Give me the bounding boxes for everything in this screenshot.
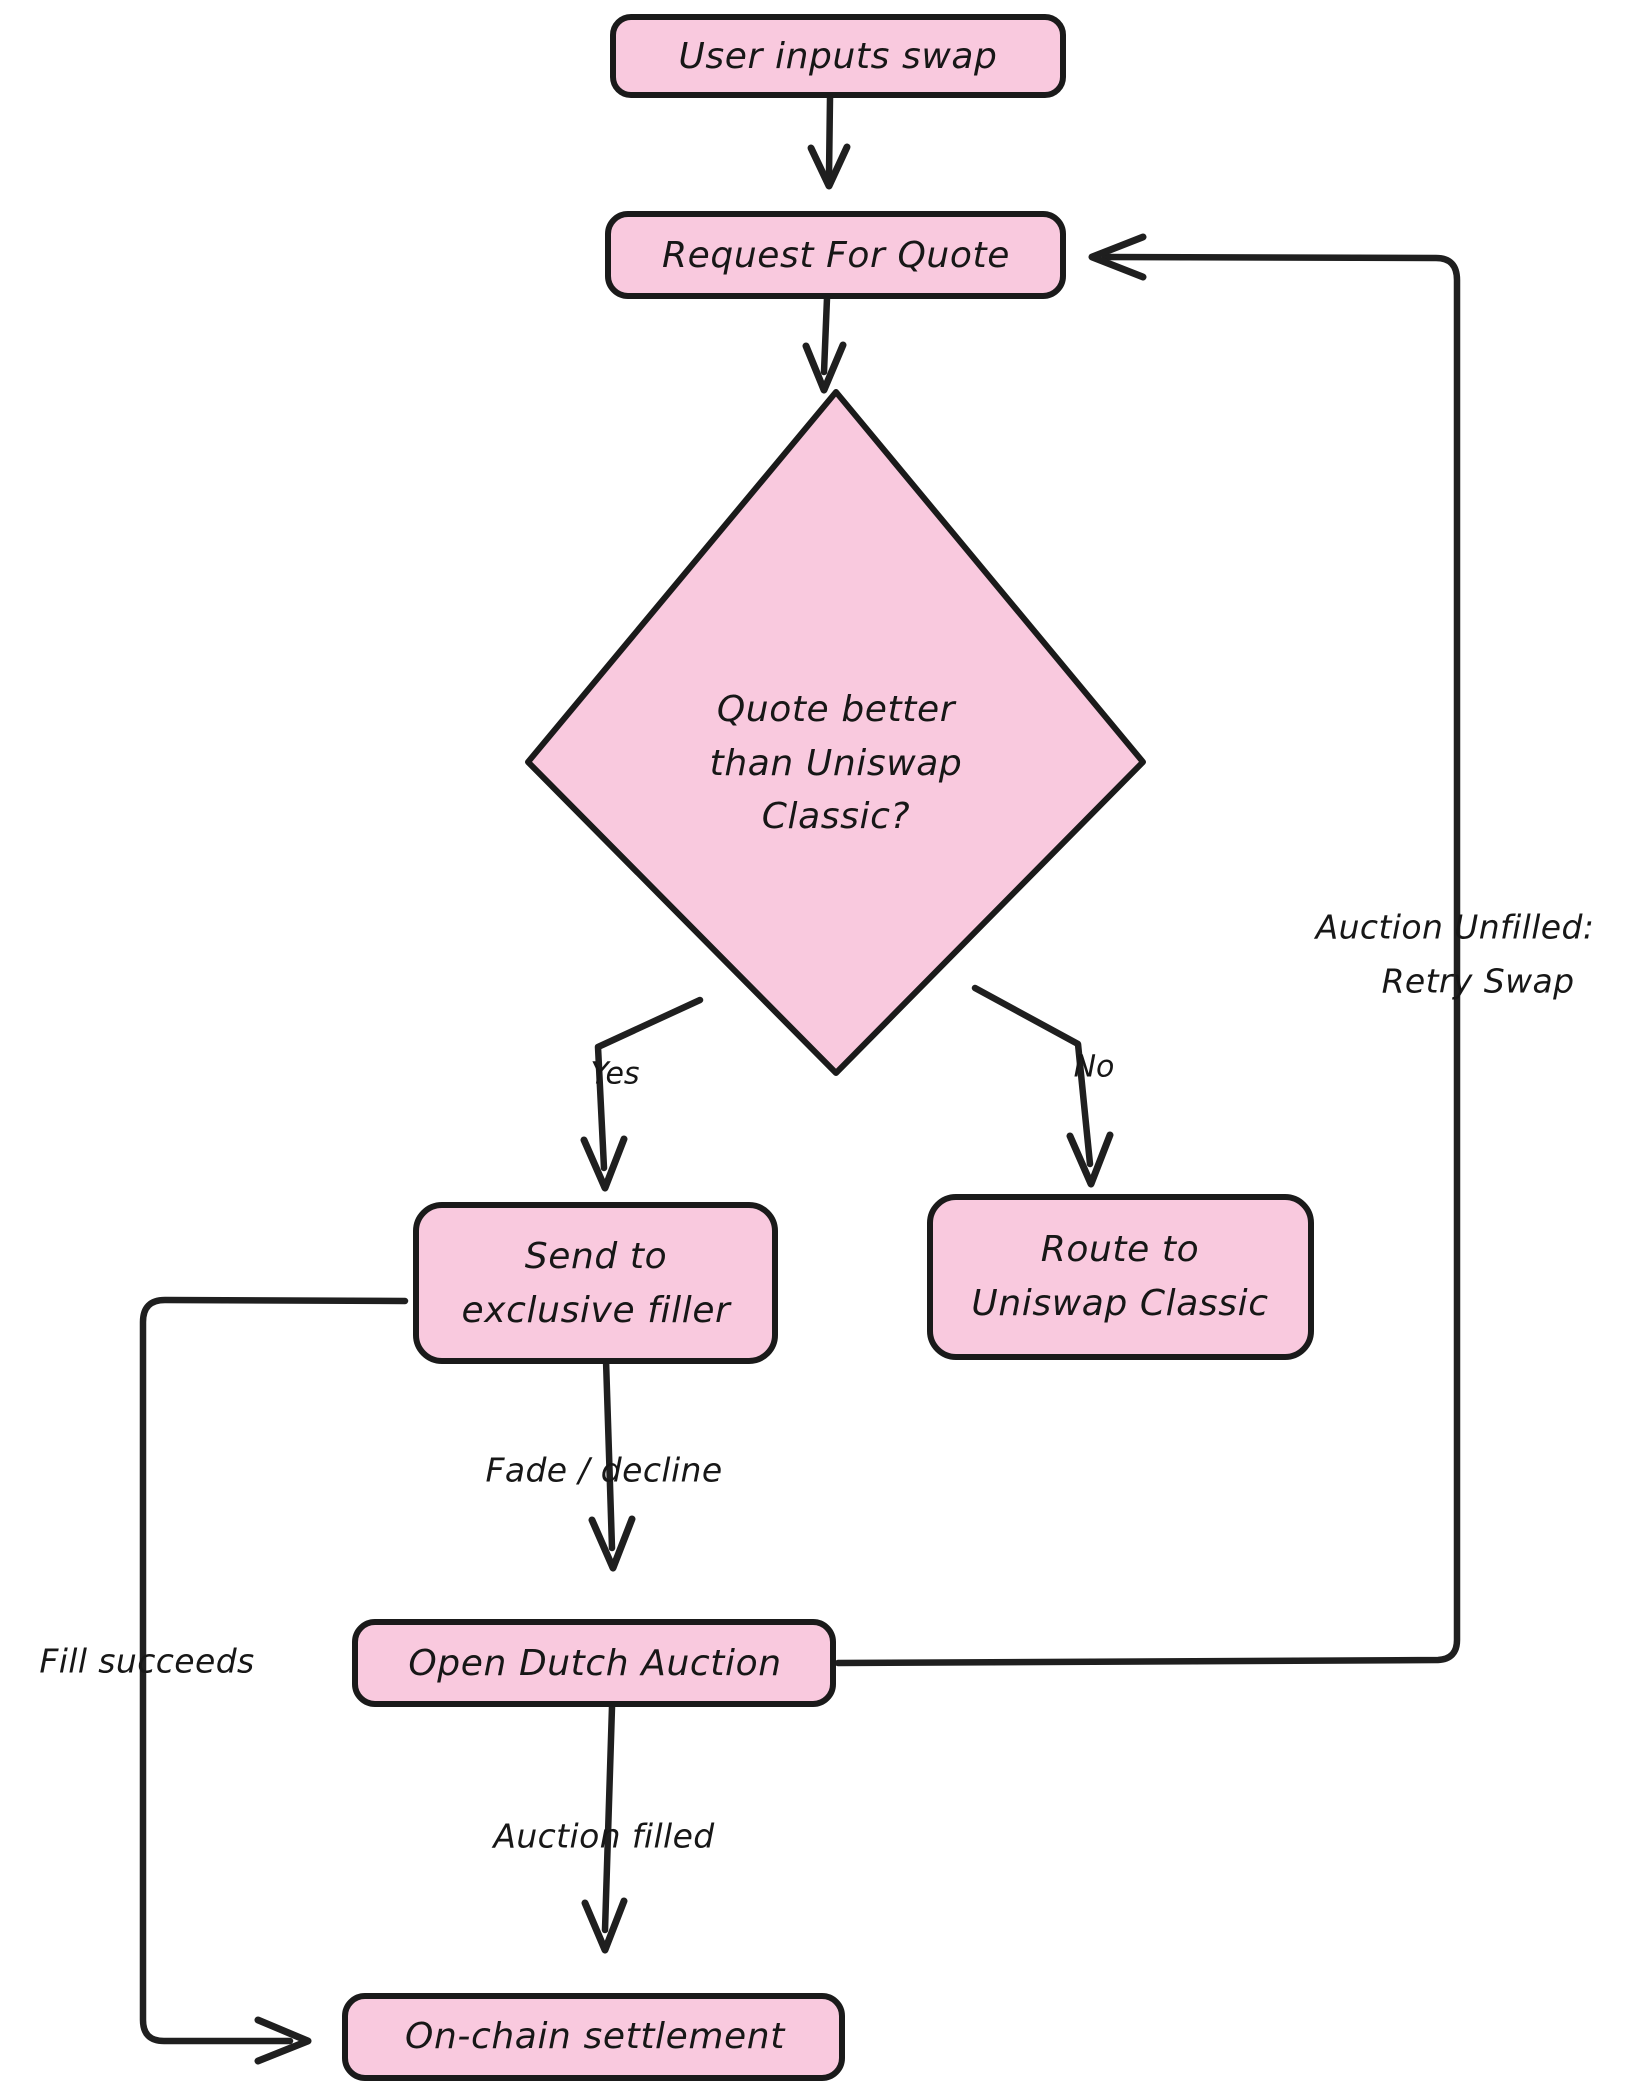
- node-open-dutch-auction[interactable]: Open Dutch Auction: [352, 1619, 836, 1707]
- edge-no-to-uniswap-classic: [971, 984, 1114, 1188]
- edge-auction-filled: [581, 1703, 628, 1954]
- node-quote-better-decision[interactable]: Quote better than Uniswap Classic?: [525, 389, 1146, 1076]
- node-send-to-exclusive-filler[interactable]: Send to exclusive filler: [413, 1202, 778, 1364]
- edge-label-no: No: [1074, 1050, 1115, 1085]
- edge-label-auction-unfilled-line1: Auction Unfilled:: [1314, 908, 1595, 947]
- node-route-to-uniswap-classic[interactable]: Route to Uniswap Classic: [927, 1194, 1314, 1360]
- edge-fade-decline: [588, 1356, 636, 1572]
- edge-user-input-to-rfq: [807, 94, 851, 190]
- node-route-to-uniswap-classic-label-line1: Route to: [1041, 1229, 1200, 1270]
- node-route-to-uniswap-classic-shape: [927, 1194, 1314, 1360]
- node-on-chain-settlement-label: On-chain settlement: [405, 2016, 786, 2057]
- node-request-for-quote-label: Request For Quote: [662, 235, 1010, 276]
- node-request-for-quote[interactable]: Request For Quote: [605, 211, 1066, 299]
- edge-yes-to-exclusive-filler: [580, 996, 704, 1192]
- node-quote-better-decision-shape: [525, 389, 1146, 1076]
- node-request-for-quote-shape: [605, 211, 1066, 299]
- node-open-dutch-auction-label: Open Dutch Auction: [408, 1643, 781, 1684]
- node-user-inputs-swap[interactable]: User inputs swap: [610, 14, 1066, 98]
- node-quote-better-decision-label-line1: Quote better: [717, 689, 957, 730]
- node-open-dutch-auction-shape: [352, 1619, 836, 1707]
- node-quote-better-decision-label-line3: Classic?: [762, 796, 910, 837]
- node-user-inputs-swap-shape: [610, 14, 1066, 98]
- node-quote-better-decision-label-line2: than Uniswap: [710, 743, 963, 784]
- node-send-to-exclusive-filler-label-line1: Send to: [525, 1236, 667, 1277]
- edge-label-fade-decline: Fade / decline: [485, 1451, 722, 1490]
- node-send-to-exclusive-filler-shape: [413, 1202, 778, 1364]
- edge-label-yes: Yes: [590, 1057, 639, 1092]
- edge-label-auction-filled: Auction filled: [491, 1817, 715, 1856]
- node-on-chain-settlement-shape: [342, 1993, 845, 2081]
- edge-auction-unfilled-retry: [834, 233, 1461, 1667]
- edge-label-fill-succeeds: Fill succeeds: [39, 1642, 254, 1681]
- node-on-chain-settlement[interactable]: On-chain settlement: [342, 1993, 845, 2081]
- edge-rfq-to-decision: [802, 294, 847, 394]
- node-user-inputs-swap-label: User inputs swap: [678, 36, 997, 77]
- node-send-to-exclusive-filler-label-line2: exclusive filler: [462, 1290, 733, 1331]
- node-route-to-uniswap-classic-label-line2: Uniswap Classic: [971, 1283, 1268, 1324]
- edge-label-auction-unfilled-line2: Retry Swap: [1382, 962, 1575, 1001]
- edge-fill-succeeds: [139, 1296, 409, 2065]
